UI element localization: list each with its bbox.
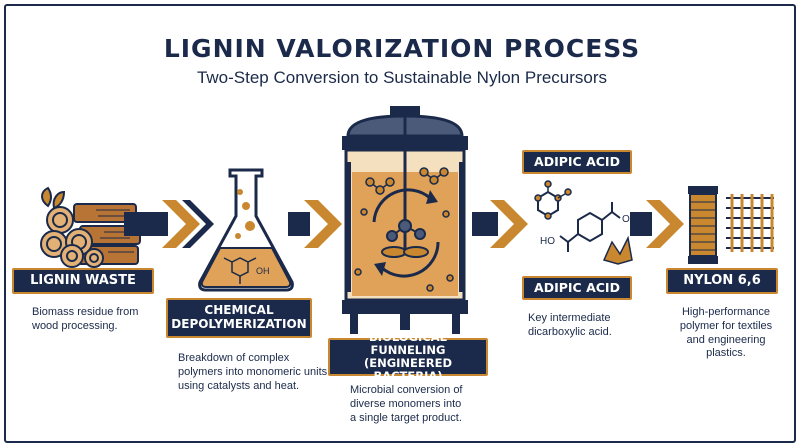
- label-chemical-depolymerization: CHEMICAL DEPOLYMERIZATION: [166, 298, 312, 338]
- arrow-right-icon: [630, 200, 684, 248]
- desc-biological-funneling: Microbial conversion of diverse monomers…: [350, 384, 463, 424]
- desc-chemical-depolymerization: Breakdown of complex polymers into monom…: [178, 352, 328, 392]
- desc-nylon-6-6: High-performance polymer for textiles an…: [679, 306, 773, 360]
- label-biological-funneling: BIOLOGICAL FUNNELING (ENGINEERED BACTERI…: [328, 330, 488, 383]
- desc-lignin-waste: Biomass residue from wood processing.: [32, 306, 139, 332]
- acid-ho-label: HO: [540, 236, 555, 247]
- flask-icon: OH: [198, 168, 294, 292]
- bioreactor-icon: [342, 106, 468, 334]
- label-nylon-6-6: NYLON 6,6: [666, 268, 778, 294]
- desc-adipic-acid: Key intermediate dicarboxylic acid.: [528, 312, 612, 338]
- acid-oh-label: OH: [622, 214, 637, 225]
- arrow-right-icon: [472, 200, 528, 248]
- diagram-frame: LIGNIN VALORIZATION PROCESS Two-Step Con…: [4, 4, 796, 443]
- adipic-acid-molecule-icon: OH HO: [534, 180, 637, 265]
- label-adipic-acid-top: ADIPIC ACID: [522, 150, 632, 174]
- page-subtitle: Two-Step Conversion to Sustainable Nylon…: [196, 68, 608, 87]
- arrow-right-icon: [124, 200, 214, 248]
- nylon-spool-icon: [688, 186, 774, 264]
- label-adipic-acid: ADIPIC ACID: [522, 276, 632, 300]
- page-title: LIGNIN VALORIZATION PROCESS: [163, 34, 641, 63]
- logs-icon: [40, 186, 141, 268]
- label-lignin-waste: LIGNIN WASTE: [12, 268, 154, 294]
- flask-oh-label: OH: [256, 266, 270, 276]
- arrow-right-icon: [288, 200, 342, 248]
